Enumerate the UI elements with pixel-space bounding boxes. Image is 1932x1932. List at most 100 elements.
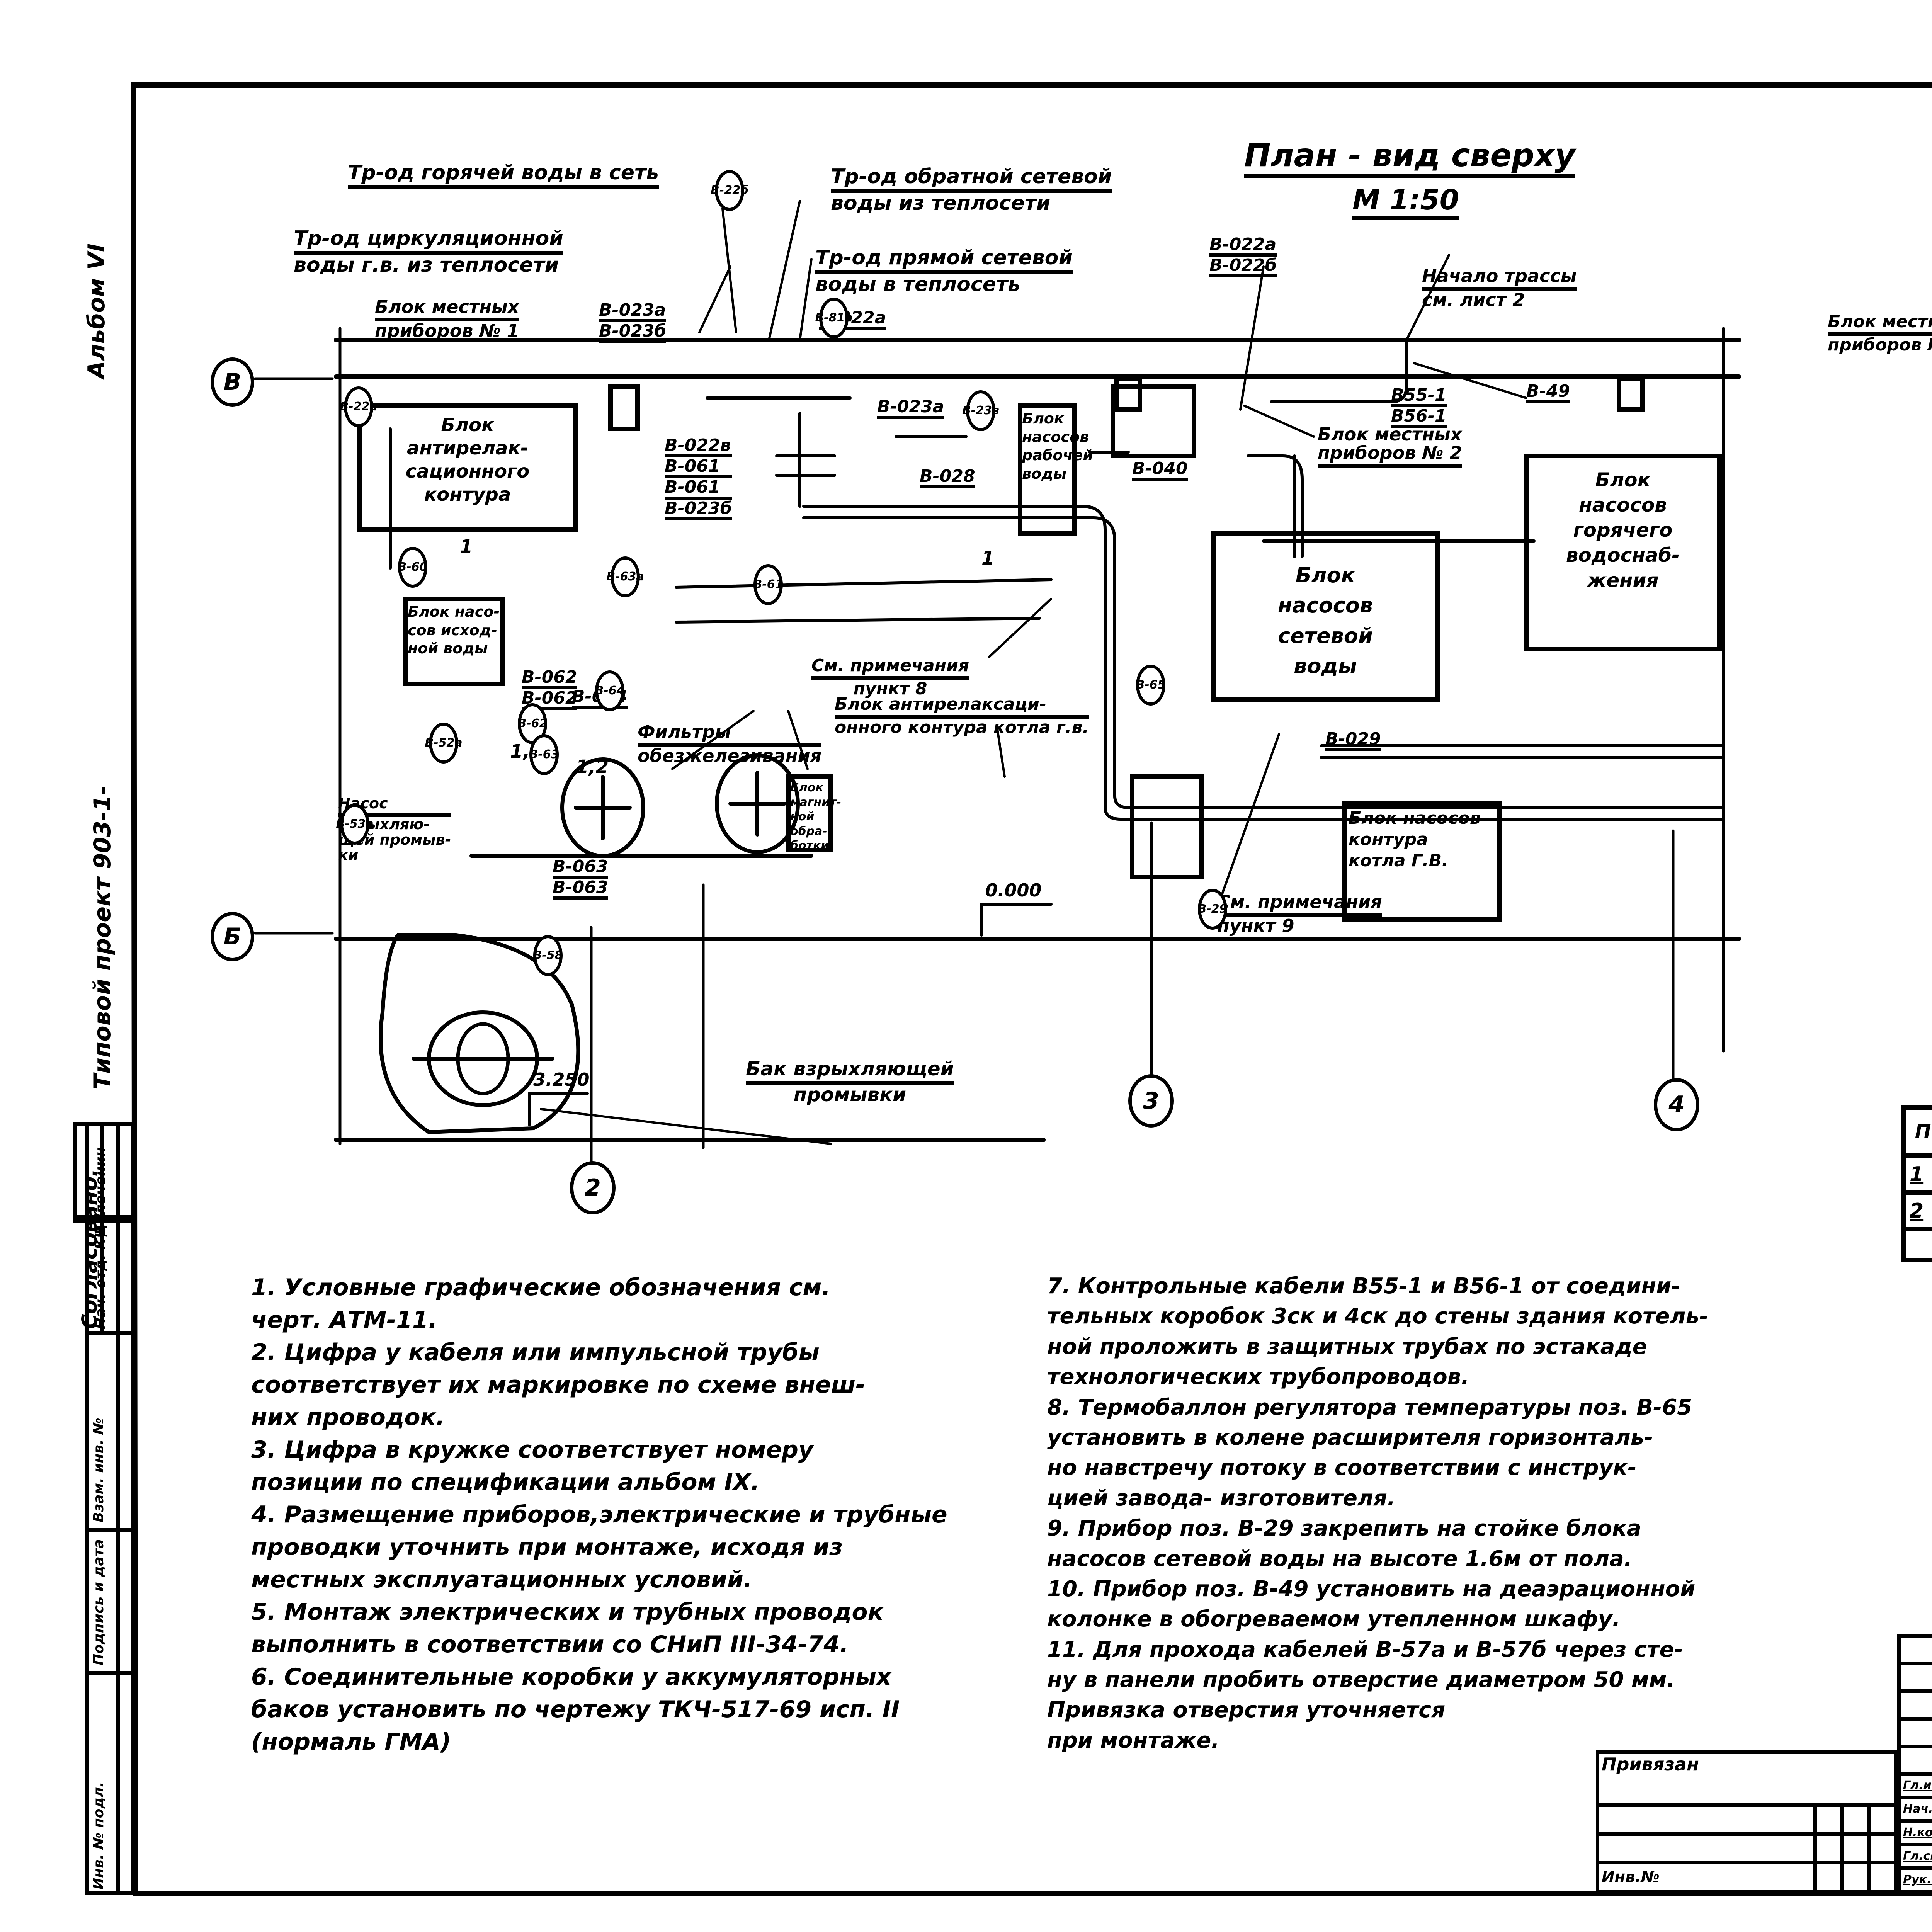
- block-magnetic-line: ботки: [790, 839, 829, 852]
- filter-qty: 1,2: [576, 756, 609, 778]
- stamp-inv-col: Взам. инв. №: [91, 1418, 107, 1522]
- block-hot-supply: Блок насосов горячего водоснаб- жения: [1530, 468, 1716, 593]
- instrument-circle: В-61: [753, 564, 783, 605]
- callout-direct-network-line1: Тр-од прямой сетевой: [815, 247, 1073, 274]
- bound-label: Привязан: [1596, 1750, 1897, 1807]
- callout-anti-relax-boiler: Блок антирелаксаци- онного контура котла…: [835, 695, 1089, 738]
- album-label: Альбом VI: [83, 243, 110, 379]
- instrument-circle: В-58: [533, 935, 563, 976]
- spec-col-pos: Поз.: [1901, 1105, 1932, 1158]
- grid-cell: [1840, 1832, 1871, 1865]
- note-item: 9. Прибор поз. В-29 закрепить на стойке …: [1047, 1516, 1641, 1571]
- instrument-circle: В-52а: [425, 723, 463, 764]
- callout-note-ref-9: См. примечания пункт 9: [1217, 893, 1382, 935]
- cable-tag-stack: В-022в В-061 В-061 В-023б: [665, 436, 732, 520]
- plan-axis-lines: [253, 327, 1725, 1165]
- role: Гл.спец.: [1897, 1842, 1932, 1870]
- instrument-circle: В-22б: [711, 170, 748, 211]
- block-raw-water-line: ной воды: [408, 640, 488, 657]
- callout-route-start-line1: Начало трассы: [1422, 267, 1577, 291]
- instrument-circle: В-29: [1197, 889, 1228, 930]
- axis-bubble-col-2: 2: [570, 1161, 616, 1214]
- block-hot-supply-line: Блок: [1595, 469, 1651, 491]
- note-item: 5. Монтаж электрических и трубных провод…: [251, 1599, 884, 1658]
- cable-tag: В-062: [522, 668, 577, 690]
- cable-tag: В-040: [1132, 459, 1188, 481]
- grid-cell: [1840, 1803, 1871, 1836]
- role: Гл.инж.пр.: [1897, 1772, 1932, 1799]
- spec-table-row: [1901, 1227, 1932, 1262]
- plan-title: План - вид сверху: [1244, 139, 1576, 178]
- elevation-floor: 0.000: [985, 880, 1042, 901]
- cable-tag: В-023б: [665, 499, 732, 520]
- grid-cell: [1595, 1803, 1817, 1836]
- instrument-circle: В-53а: [336, 804, 374, 845]
- block-hot-supply-line: водоснаб-: [1566, 544, 1680, 566]
- stamp-agreed-row: Делеченин: [93, 1147, 109, 1236]
- grid-cell: [1595, 1832, 1817, 1865]
- block-working-water-line: Блок: [1022, 410, 1064, 427]
- cable-tag: В-022б: [1209, 257, 1277, 278]
- cable-tag: В-022в: [665, 436, 732, 458]
- instrument-circle: В-81а: [815, 298, 853, 338]
- callout-local-instruments-1-line1: Блок местных: [375, 298, 519, 322]
- instrument-circle: В-64: [595, 670, 625, 711]
- block-raw-water-line: сов исход-: [408, 621, 498, 639]
- stamp-inv-col: Инв. № подл.: [91, 1782, 107, 1889]
- section-mark: 1: [460, 536, 473, 558]
- note-item: 7. Контрольные кабели В55-1 и В56-1 от с…: [1047, 1274, 1709, 1390]
- section-local-instruments-1: Блок местных приборов № 1: [1828, 313, 1932, 354]
- spec-cell-pos: 1: [1901, 1153, 1932, 1195]
- plan-equipment: [357, 376, 1722, 922]
- grid-cell: [1897, 1662, 1932, 1693]
- cable-tag: В-063: [553, 879, 608, 900]
- block-raw-water: Блок насо- сов исход- ной воды: [408, 603, 500, 658]
- axis-bubble-col-4: 4: [1654, 1078, 1699, 1131]
- callout-anti-relax-boiler-line2: онного контура котла г.в.: [835, 718, 1089, 738]
- cable-tag: В-061: [665, 457, 732, 479]
- margin-stamp: [73, 1122, 135, 1895]
- cable-tag: В-028: [920, 467, 975, 489]
- axis-bubble-col-3: 3: [1128, 1074, 1174, 1128]
- cable-tag-pair: В-022а В-022б: [1209, 235, 1277, 278]
- callout-direct-network: Тр-од прямой сетевой воды в теплосеть: [815, 247, 1073, 295]
- elevation-tank: 3.250: [533, 1069, 590, 1090]
- block-network-water-line: сетевой: [1278, 623, 1373, 648]
- block-anti-relax: Блок антирелак- сационного контура: [361, 413, 574, 506]
- block-magnetic-line: ной: [790, 810, 815, 823]
- plan-pipes: [389, 338, 1725, 821]
- section-mark: 1: [981, 548, 995, 569]
- block-anti-relax-line: сационного: [405, 461, 530, 482]
- inv-label: Инв.№: [1595, 1861, 1817, 1893]
- callout-filters-line2: обезжелезивания: [638, 745, 822, 767]
- block-working-water-line: воды: [1022, 465, 1067, 482]
- notes-right: 7. Контрольные кабели В55-1 и В56-1 от с…: [1047, 1271, 1878, 1756]
- spec-table-row: 1 Подставка ДСС ТУ 36.1227-72 2: [1901, 1153, 1932, 1195]
- block-magnetic-line: магнит-: [790, 795, 842, 809]
- grid-cell: [1867, 1861, 1898, 1893]
- plan-scale: М 1:50: [1352, 185, 1459, 220]
- grid-cell: [1813, 1803, 1844, 1836]
- cable-tag: В55-1: [1391, 386, 1447, 408]
- spec-cell-pos: 2: [1901, 1190, 1932, 1231]
- callout-local-instruments-1-line2: приборов № 1: [375, 320, 519, 342]
- callout-circulation-line2: воды г.в. из теплосети: [294, 253, 559, 277]
- block-magnetic: Блок магнит- ной обра- ботки: [790, 781, 842, 853]
- block-working-water-line: насосов: [1022, 428, 1089, 446]
- callout-loosening-tank: Бак взрыхляющей промывки: [746, 1059, 954, 1105]
- grid-cell: [1840, 1861, 1871, 1893]
- callout-anti-relax-boiler-line1: Блок антирелаксаци-: [835, 695, 1089, 719]
- callout-return-network-line2: воды из теплосети: [831, 191, 1051, 215]
- cable-tag: В-063: [553, 857, 608, 879]
- block-network-water-line: насосов: [1277, 593, 1373, 618]
- note-item: 11. Для прохода кабелей В-57а и В-57б че…: [1047, 1637, 1683, 1753]
- plan-walls: [334, 338, 1741, 1142]
- callout-note-ref-9-line1: См. примечания: [1217, 893, 1382, 917]
- block-anti-relax-line: антирелак-: [407, 437, 528, 459]
- callout-local-instruments-2: Блок местных приборов № 2: [1318, 425, 1462, 468]
- role: Н.контр.: [1897, 1819, 1932, 1846]
- block-anti-relax-line: контура: [424, 484, 511, 505]
- block-network-water-line: воды: [1294, 653, 1357, 678]
- cable-tag: В-029: [1325, 730, 1381, 752]
